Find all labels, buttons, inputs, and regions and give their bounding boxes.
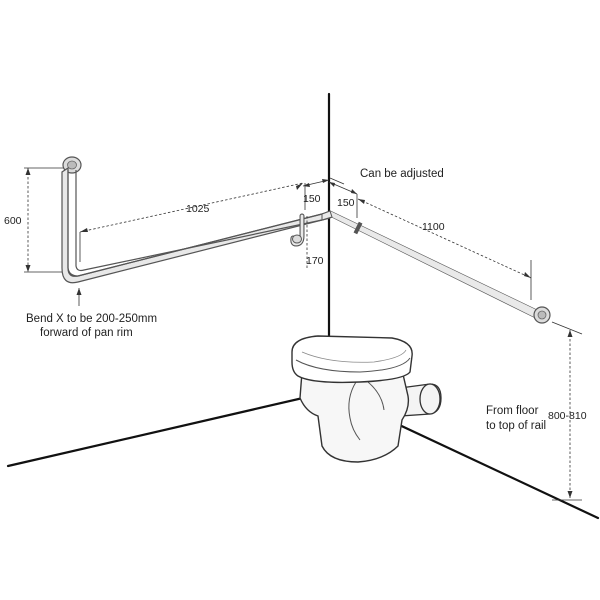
dim-label-1100: 1100	[422, 221, 445, 233]
bend-note-line1: Bend X to be 200-250mm	[26, 313, 157, 325]
adjust-note: Can be adjusted	[360, 168, 444, 180]
bend-note: Bend X to be 200-250mm forward of pan ri…	[26, 288, 157, 339]
dim-floor-to-rail: 800-810 From floor to top of rail	[486, 321, 587, 501]
floor-note-line1: From floor	[486, 405, 539, 417]
dim-label-170: 170	[306, 255, 324, 267]
dim-150-left: 150	[302, 179, 330, 205]
left-grab-rail	[61, 156, 331, 284]
toilet-pan	[291, 335, 442, 463]
support-bracket: 170	[290, 213, 324, 270]
floor-note-line2: to top of rail	[486, 420, 546, 432]
dim-label-1025: 1025	[186, 203, 210, 215]
dim-label-800-810: 800-810	[548, 410, 587, 422]
room-outline	[6, 92, 600, 520]
dim-label-150-right: 150	[337, 197, 355, 209]
floor-left-edge	[6, 390, 331, 468]
dim-1100: 1100	[357, 198, 532, 300]
bend-note-line2: forward of pan rim	[40, 327, 133, 339]
adjust-pointer	[329, 177, 345, 185]
dim-label-150-left: 150	[303, 193, 321, 205]
dim-600: 600	[4, 167, 68, 273]
dim-1025: 1025	[79, 182, 306, 262]
dim-label-600: 600	[4, 215, 22, 227]
dim-150-right: 150	[328, 181, 358, 218]
right-grab-rail	[321, 210, 551, 324]
